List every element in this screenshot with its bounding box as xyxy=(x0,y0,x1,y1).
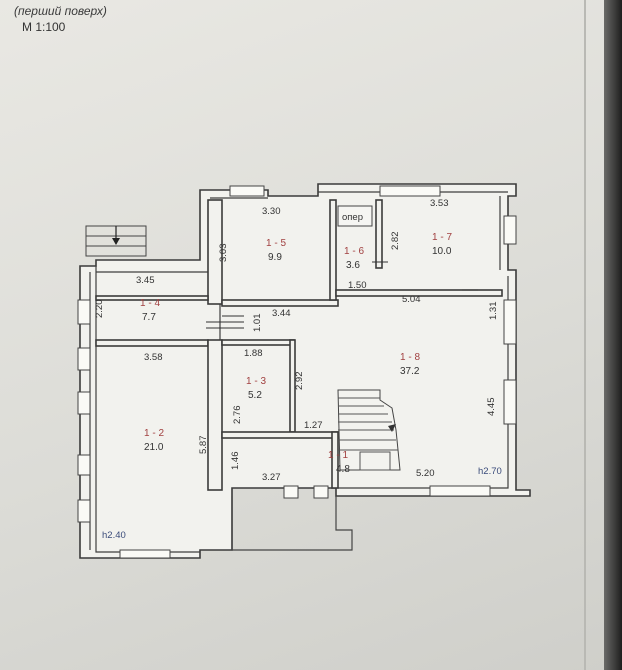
room-id-1-8: 1 - 8 xyxy=(400,352,420,363)
room-id-1-6: 1 - 6 xyxy=(344,246,364,257)
dim-3-27: 3.27 xyxy=(262,472,281,483)
dim-3-30: 3.30 xyxy=(262,206,281,217)
room-id-1-3: 1 - 3 xyxy=(246,376,266,387)
background-shadow xyxy=(604,0,622,670)
room-labels: 1 - 1 4.8 1 - 2 21.0 1 - 3 5.2 1 - 4 7.7… xyxy=(140,232,452,475)
room-id-1-7: 1 - 7 xyxy=(432,232,452,243)
dim-3-58: 3.58 xyxy=(144,352,163,363)
room-id-1-4: 1 - 4 xyxy=(140,298,160,309)
dim-2-76: 2.76 xyxy=(232,406,243,425)
room-area-1-5: 9.9 xyxy=(268,252,282,263)
dim-1-88: 1.88 xyxy=(244,348,263,359)
entrance-porch xyxy=(231,485,353,551)
dim-5-87: 5.87 xyxy=(198,436,209,455)
dim-1-27: 1.27 xyxy=(304,420,323,431)
scale-label: М 1:100 xyxy=(22,20,66,34)
paper-edge-line xyxy=(584,0,586,670)
room-area-1-8: 37.2 xyxy=(400,366,420,377)
dim-5-04: 5.04 xyxy=(402,294,421,305)
dim-1-46: 1.46 xyxy=(230,452,241,471)
entrance-steps xyxy=(85,225,147,257)
room-id-1-5: 1 - 5 xyxy=(266,238,286,249)
height-mark-right: h2.70 xyxy=(478,466,502,477)
outer-walls xyxy=(79,183,531,559)
room-area-1-3: 5.2 xyxy=(248,390,262,401)
interior-walls xyxy=(95,199,503,491)
staircase xyxy=(337,389,401,471)
dim-3-03: 3.03 xyxy=(218,244,229,263)
dim-3-44: 3.44 xyxy=(272,308,291,319)
dim-2-92: 2.92 xyxy=(294,372,305,391)
dim-2-82: 2.82 xyxy=(390,232,401,251)
doors xyxy=(206,261,478,329)
dim-2-20: 2.20 xyxy=(94,300,105,319)
height-mark-left: h2.40 xyxy=(102,530,126,541)
room-area-1-4: 7.7 xyxy=(142,312,156,323)
dim-1-01: 1.01 xyxy=(252,314,263,333)
dimension-labels: 3.30 3.03 2.82 3.53 3.45 2.20 1.50 5.04 … xyxy=(94,198,499,483)
storage-label: опер xyxy=(342,212,363,223)
dim-5-20: 5.20 xyxy=(416,468,435,479)
dim-3-45: 3.45 xyxy=(136,275,155,286)
room-area-1-6: 3.6 xyxy=(346,260,360,271)
room-id-1-2: 1 - 2 xyxy=(144,428,164,439)
dim-4-45: 4.45 xyxy=(486,398,497,417)
room-area-1-2: 21.0 xyxy=(144,442,164,453)
dim-1-50: 1.50 xyxy=(348,280,367,291)
dim-3-53: 3.53 xyxy=(430,198,449,209)
room-area-1-7: 10.0 xyxy=(432,246,452,257)
room-id-1-1: 1 - 1 xyxy=(328,450,348,461)
dim-1-31: 1.31 xyxy=(488,302,499,321)
room-area-1-1: 4.8 xyxy=(336,464,350,475)
floor-subtitle: (перший поверх) xyxy=(14,4,107,18)
storage-box xyxy=(337,205,373,227)
windows xyxy=(77,185,517,559)
